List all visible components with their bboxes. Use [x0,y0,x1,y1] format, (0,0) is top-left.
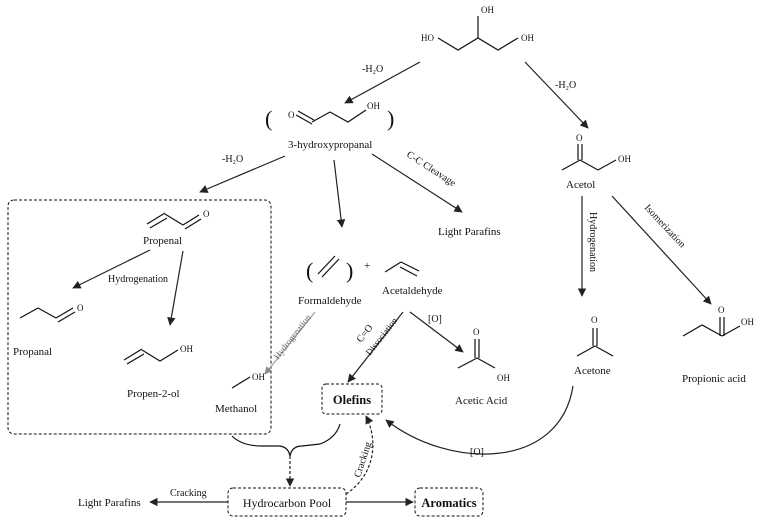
hydroxypropanal-oh: OH [367,101,380,111]
acetic-o: O [473,327,480,337]
arrow-to-olefins [347,311,404,383]
aromatics-box [414,487,484,517]
arrow-to-propen-2-ol [167,250,184,326]
glycerol-ho-left: HO [421,33,434,43]
propanal-structure: O Propanal [13,303,84,358]
label-acetaldehyde: Acetaldehyde [382,285,443,297]
label-isomerization: Isomerization [642,203,688,251]
label-acetone: Acetone [574,365,611,377]
arrow-to-formaldehyde [333,159,346,228]
arrow-to-propenal [199,155,286,193]
arrow-glycerol-to-acetol [524,61,589,129]
acetol-oh: OH [618,154,631,164]
methanol-structure: OH Methanol [215,372,265,415]
label-acetic-acid: Acetic Acid [455,395,508,407]
paren-close-2: ) [346,258,353,283]
propionic-oh: OH [741,317,754,327]
propanal-o: O [77,303,84,313]
label-dehydration-right: -H₂O [555,80,576,91]
label-oxidation-acetone: [O] [470,447,484,458]
acetone-structure: O Acetone [574,315,614,377]
label-cc-cleavage: C-C Cleavage [404,149,458,189]
label-methanol: Methanol [215,403,257,415]
hydroxypropanal-o: O [288,110,295,120]
propen-2-ol-structure: OH Propen-2-ol [123,344,193,400]
arrow-glycerol-to-hydroxypropanal [344,61,421,104]
label-3-hydroxypropanal: 3-hydroxypropanal [288,139,372,151]
arrow-to-propanal [72,249,151,289]
acetone-o: O [591,315,598,325]
formaldehyde-structure: ( ) Formaldehyde [298,255,362,307]
label-cracking-vertical: Cracking [352,441,374,479]
label-hydrogenation-acetol: Hydrogenation [587,212,598,272]
arrow-acetone-to-olefins [385,385,574,455]
propenal-structure: O Propenal [143,209,210,247]
label-propen-2-ol: Propen-2-ol [127,388,180,400]
merge-brace [231,423,341,457]
label-propionic-acid: Propionic acid [682,373,746,385]
arrow-acetol-to-propionic [611,195,712,305]
paren-open: ( [265,106,272,131]
propen-2-ol-oh: OH [180,344,193,354]
arrow-to-acetic-acid [409,311,464,353]
methanol-oh: OH [252,372,265,382]
propenal-products-box [7,199,272,435]
hydroxypropanal-structure: ( ) O OH 3-hydroxypropanal [265,101,394,151]
propenal-o: O [203,209,210,219]
label-light-parafins-top: Light Parafins [438,226,501,238]
arrow-pool-to-olefins [345,415,374,495]
acetol-o: O [576,133,583,143]
label-cracking-bottom: Cracking [170,488,207,499]
label-acetol: Acetol [566,179,595,191]
label-plus: + [364,260,370,272]
label-light-parafins-bottom: Light Parafins [78,497,141,509]
propionic-o: O [718,305,725,315]
label-hydrogenation-left: Hydrogenation [108,274,168,285]
label-aromatics: Aromatics [421,496,476,510]
olefins-box [321,383,383,415]
acetol-structure: O OH Acetol [561,133,631,191]
label-oxidation-acetic: [O] [428,314,442,325]
label-hydrocarbon-pool: Hydrocarbon Pool [243,496,332,510]
arrow-to-light-parafins-top [371,153,463,213]
label-dehydration-propenal: -H₂O [222,154,243,165]
label-dehydration-left: -H₂O [362,64,383,75]
acetic-oh: OH [497,373,510,383]
paren-close: ) [387,106,394,131]
label-formaldehyde: Formaldehyde [298,295,362,307]
label-propanal: Propanal [13,346,52,358]
glycerol-structure: OH HO OH [421,5,534,51]
label-hydrogenation-methanol: Hydrogenation [272,312,313,361]
acetaldehyde-structure: Acetaldehyde [382,261,443,297]
label-propenal: Propenal [143,235,182,247]
glycerol-oh-right: OH [521,33,534,43]
glycerol-oh-top: OH [481,5,494,15]
label-olefins: Olefins [333,393,371,407]
arrow-to-methanol [264,311,316,375]
paren-open-2: ( [306,258,313,283]
acetic-acid-structure: O OH Acetic Acid [455,327,510,407]
propionic-acid-structure: O OH Propionic acid [682,305,754,385]
